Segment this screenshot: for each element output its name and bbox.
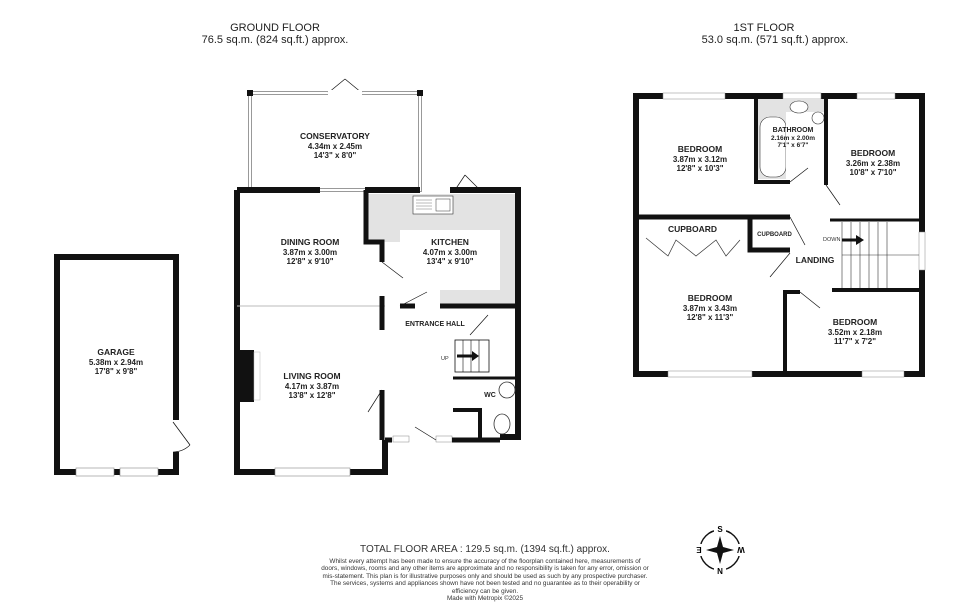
- made-with-credit: Made with Metropix ©2025: [446, 595, 524, 603]
- ground-floor-title: GROUND FLOOR: [230, 22, 320, 34]
- stairs-down-label: DOWN: [823, 237, 841, 243]
- room-label-cupboard-2: CUPBOARD: [757, 232, 792, 238]
- room-label-bedroom-4: BEDROOM 3.52m x 2.18m 11'7" x 7'2": [827, 317, 883, 346]
- room-label-landing: LANDING: [795, 255, 835, 265]
- ground-floor-header: GROUND FLOOR 76.5 sq.m. (824 sq.ft.) app…: [200, 22, 350, 46]
- first-floor-header: 1ST FLOOR 53.0 sq.m. (571 sq.ft.) approx…: [690, 22, 860, 46]
- room-label-living-room: LIVING ROOM 4.17m x 3.87m 13'8" x 12'8": [283, 371, 341, 400]
- compass-icon: S N E W: [694, 524, 746, 576]
- first-floor-title: 1ST FLOOR: [733, 22, 795, 34]
- room-label-bedroom-1: BEDROOM 3.87m x 3.12m 12'8" x 10'3": [672, 144, 728, 173]
- compass-rose: S N E W: [692, 522, 748, 578]
- room-label-bathroom: BATHROOM 2.16m x 2.00m 7'1" x 6'7": [770, 127, 816, 149]
- disclaimer: Whilst every attempt has been made to en…: [321, 558, 649, 595]
- garage-plan: [54, 254, 191, 477]
- compass-right-letter: W: [737, 545, 745, 554]
- room-label-cupboard-1: CUPBOARD: [667, 224, 718, 234]
- compass-top-letter: S: [717, 525, 723, 534]
- room-label-bedroom-2: BEDROOM 3.26m x 2.38m 10'8" x 7'10": [845, 148, 901, 177]
- compass-left-letter: E: [696, 545, 702, 554]
- room-label-garage: GARAGE 5.38m x 2.94m 17'8" x 9'8": [88, 347, 144, 376]
- room-label-conservatory: CONSERVATORY 4.34m x 2.45m 14'3" x 8'0": [300, 131, 370, 160]
- first-floor-area: 53.0 sq.m. (571 sq.ft.) approx.: [701, 34, 849, 46]
- ground-floor-area: 76.5 sq.m. (824 sq.ft.) approx.: [201, 34, 349, 46]
- first-floor-plan: [633, 92, 926, 378]
- room-label-wc: WC: [484, 392, 496, 399]
- total-floor-area: TOTAL FLOOR AREA : 129.5 sq.m. (1394 sq.…: [360, 544, 610, 555]
- room-label-bedroom-3: BEDROOM 3.87m x 3.43m 12'8" x 11'3": [682, 293, 738, 322]
- ground-floor-plan: [234, 78, 521, 477]
- stairs-up-label: UP: [441, 356, 449, 362]
- room-label-kitchen: KITCHEN 4.07m x 3.00m 13'4" x 9'10": [422, 237, 478, 266]
- footer: TOTAL FLOOR AREA : 129.5 sq.m. (1394 sq.…: [320, 544, 650, 602]
- compass-bottom-letter: N: [717, 567, 723, 576]
- room-label-dining-room: DINING ROOM 3.87m x 3.00m 12'8" x 9'10": [280, 237, 340, 266]
- room-label-entrance-hall: ENTRANCE HALL: [405, 321, 465, 328]
